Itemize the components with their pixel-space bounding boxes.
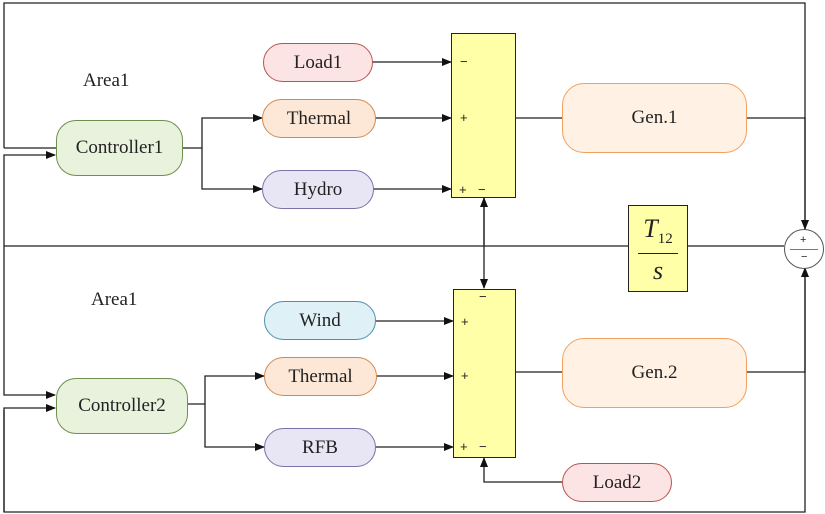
junction-divider <box>790 249 818 250</box>
load1-block[interactable]: Load1 <box>263 43 373 82</box>
sum2-sign-load2: − <box>479 439 487 454</box>
wire-to-controller1-b <box>3 151 56 246</box>
tie-line-transfer-block[interactable]: T12 s <box>628 205 688 292</box>
junction-sign-plus: + <box>800 234 807 246</box>
wire-gen1-junction <box>746 117 809 230</box>
sum2-sign-rfb: + <box>460 439 468 454</box>
sum2-sign-tie: − <box>479 289 487 304</box>
hydro-block[interactable]: Hydro <box>262 170 374 209</box>
area1-label-bottom: Area1 <box>91 289 138 310</box>
rfb-block[interactable]: RFB <box>264 428 376 467</box>
sum1-sign-hydro: + <box>459 182 467 197</box>
tie-summing-junction[interactable]: + − <box>784 229 824 269</box>
sum1-sign-load1: − <box>460 54 468 69</box>
area1-summing-block[interactable] <box>451 33 516 198</box>
sum1-sign-thermal: + <box>460 110 468 125</box>
tie-line-fraction-bar <box>638 253 678 254</box>
sum2-sign-wind: + <box>461 314 469 329</box>
wire-to-controller2-b <box>3 404 56 512</box>
wire-gen2-junction <box>746 267 809 373</box>
wire-ctrl1-hydro <box>201 148 263 193</box>
wire-to-controller2-a <box>3 246 56 399</box>
sum1-sign-tie: − <box>478 182 486 197</box>
load2-block[interactable]: Load2 <box>562 463 672 502</box>
wind-block[interactable]: Wind <box>264 301 376 340</box>
wire-load2-sum2 <box>480 457 562 483</box>
wire-ctrl2-rfb <box>204 404 265 451</box>
tie-line-subscript: 12 <box>657 231 673 248</box>
controller2-block[interactable]: Controller2 <box>56 378 188 434</box>
sum2-sign-thermal: + <box>461 368 469 383</box>
tie-line-numerator: T12 <box>643 214 673 248</box>
gen2-block[interactable]: Gen.2 <box>562 338 747 408</box>
wire-ctrl1-thermal <box>182 114 263 149</box>
area1-label-top: Area1 <box>83 70 130 91</box>
controller1-block[interactable]: Controller1 <box>56 120 183 176</box>
thermal2-block[interactable]: Thermal <box>264 357 377 396</box>
wire-ctrl2-thermal <box>187 372 265 405</box>
junction-sign-minus: − <box>801 251 808 263</box>
gen1-block[interactable]: Gen.1 <box>562 83 747 153</box>
thermal1-block[interactable]: Thermal <box>262 99 376 138</box>
area2-summing-block[interactable] <box>453 289 516 458</box>
tie-line-denominator: s <box>652 256 664 285</box>
